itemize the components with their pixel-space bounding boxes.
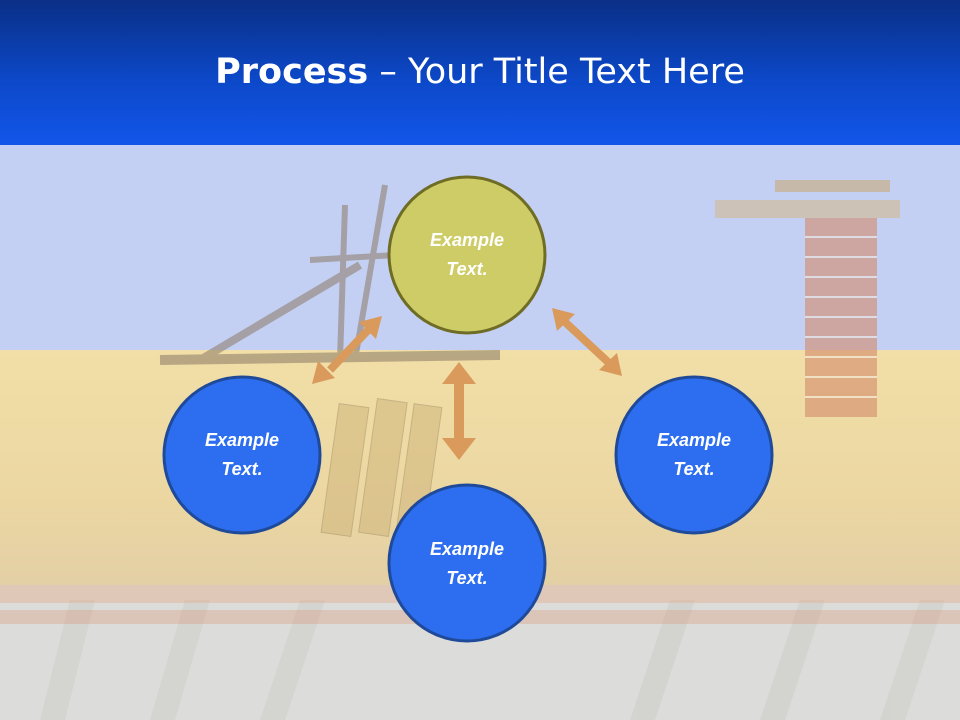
title-rest: – Your Title Text Here [368,52,745,92]
node-circle-left [162,375,322,535]
construction-scene [0,180,960,720]
title-bar: Process – Your Title Text Here [0,0,960,145]
node-right-line2: Text. [673,459,715,479]
node-left-text: Example Text. [167,426,317,484]
node-left-line2: Text. [221,459,263,479]
page-title: Process – Your Title Text Here [0,52,960,92]
node-circle-bottom [387,483,547,643]
arrows [312,308,622,460]
node-right-line1: Example [656,430,732,450]
node-circle-top [387,175,547,335]
title-bold: Process [215,52,369,92]
node-bottom-text: Example Text. [392,535,542,593]
node-bottom-line2: Text. [446,568,488,588]
arrow-top-left [312,316,382,384]
node-top-line1: Example [429,230,505,250]
node-top-text: Example Text. [392,226,542,284]
node-top-line2: Text. [446,259,488,279]
node-right-text: Example Text. [619,426,769,484]
arrow-top-right [552,308,622,376]
arrow-vertical [442,362,476,460]
node-bottom-line1: Example [429,539,505,559]
node-left-line1: Example [204,430,280,450]
node-circle-right [614,375,774,535]
